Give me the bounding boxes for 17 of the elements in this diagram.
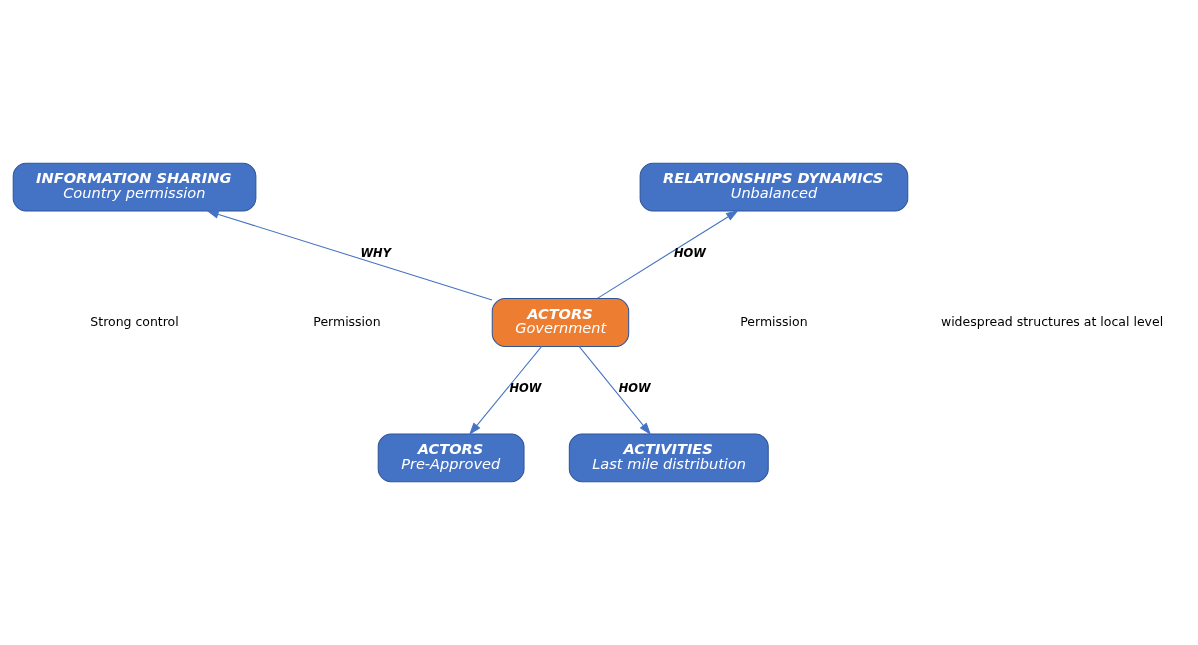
label: Strong control: [90, 313, 179, 329]
arrow: [596, 210, 739, 299]
node-box: RELATIONSHIPS DYNAMICS Unbalanced: [639, 162, 909, 212]
arrow: [469, 345, 543, 435]
arrow: [206, 210, 493, 301]
edge-label: WHY: [360, 245, 391, 260]
edge-label: HOW: [673, 245, 706, 260]
arrow: [578, 345, 652, 435]
node-box: ACTORS Pre-Approved: [377, 433, 525, 483]
edge-label: HOW: [618, 381, 651, 396]
node-box: ACTIVITIES Last mile distribution: [568, 433, 769, 483]
node-box: ACTORS Government: [491, 298, 630, 347]
edge-label: HOW: [509, 381, 542, 396]
label: Permission: [313, 313, 381, 329]
node-box: INFORMATION SHARING Country permission: [12, 162, 257, 212]
label: widespread structures at local level: [940, 313, 1164, 329]
label: Permission: [740, 313, 808, 329]
